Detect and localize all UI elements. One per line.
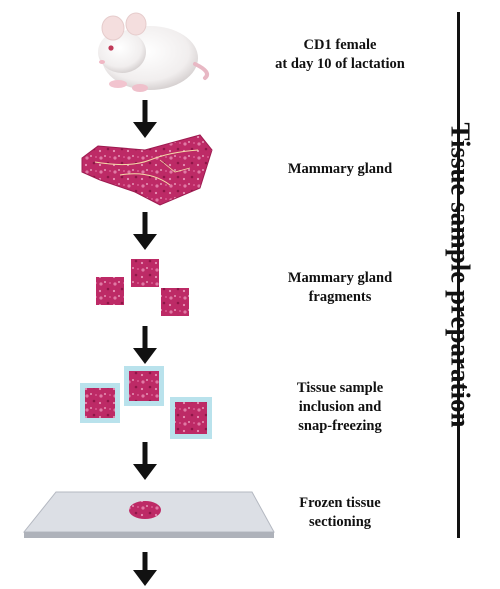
mouse-illustration	[98, 12, 209, 92]
arrow-2	[133, 212, 157, 250]
arrow-1	[133, 100, 157, 138]
arrows	[133, 100, 157, 586]
arrow-4	[133, 442, 157, 480]
step-label-gland: Mammary gland	[287, 161, 393, 177]
tissue-fragments	[96, 259, 189, 316]
step-label-sectioning: Frozen tissue sectioning	[299, 495, 381, 530]
step-label-inclusion: Tissue sample inclusion and snap-freezin…	[296, 380, 384, 434]
step-label-fragments: Mammary gland fragments	[287, 270, 393, 305]
embedded-samples	[80, 366, 212, 439]
glass-slide	[22, 491, 275, 538]
section-bracket-line	[457, 12, 460, 538]
arrow-3	[133, 326, 157, 364]
arrow-5	[133, 552, 157, 586]
mammary-gland-illustration	[81, 134, 213, 206]
step-label-mouse: CD1 female at day 10 of lactation	[275, 37, 405, 72]
side-title: Tissue sample preparation	[445, 122, 476, 428]
